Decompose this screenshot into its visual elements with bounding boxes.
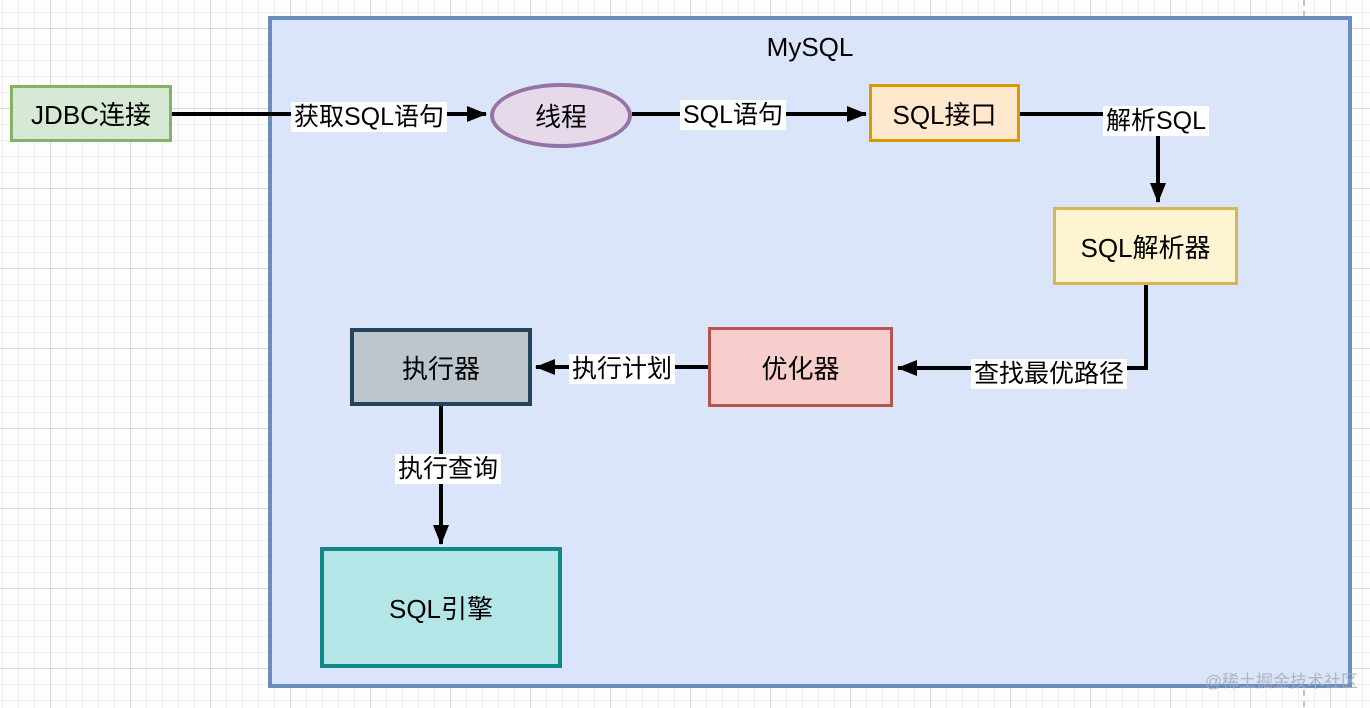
node-sql-parser-label: SQL解析器 [1080, 232, 1211, 263]
edge-label-find-best-path: 查找最优路径 [970, 359, 1128, 389]
node-thread: 线程 [490, 83, 632, 148]
edge-label-sql-statement: SQL语句 [679, 100, 787, 130]
node-sql-engine: SQL引擎 [320, 547, 562, 668]
node-sql-interface: SQL接口 [869, 84, 1020, 142]
node-optimizer-label: 优化器 [761, 353, 840, 384]
juejin-watermark: @稀土掘金技术社区 [1204, 672, 1358, 691]
edge-label-get-sql: 获取SQL语句 [290, 102, 448, 132]
node-jdbc-connection: JDBC连接 [10, 85, 172, 142]
node-sql-engine-label: SQL引擎 [388, 594, 494, 624]
node-thread-label: 线程 [534, 102, 587, 132]
edge-label-execution-plan: 执行计划 [568, 354, 676, 384]
node-jdbc-label: JDBC连接 [31, 100, 151, 130]
edge-parser-to-optimizer [897, 285, 1148, 376]
node-sql-parser: SQL解析器 [1053, 207, 1238, 285]
edge-label-parse-sql: 解析SQL [1102, 106, 1210, 136]
mysql-container-title: MySQL [766, 32, 854, 62]
node-optimizer: 优化器 [708, 327, 893, 407]
node-sql-interface-label: SQL接口 [892, 99, 997, 130]
node-executor: 执行器 [350, 328, 532, 406]
edge-label-execute-query: 执行查询 [394, 454, 502, 484]
node-executor-label: 执行器 [401, 353, 480, 384]
